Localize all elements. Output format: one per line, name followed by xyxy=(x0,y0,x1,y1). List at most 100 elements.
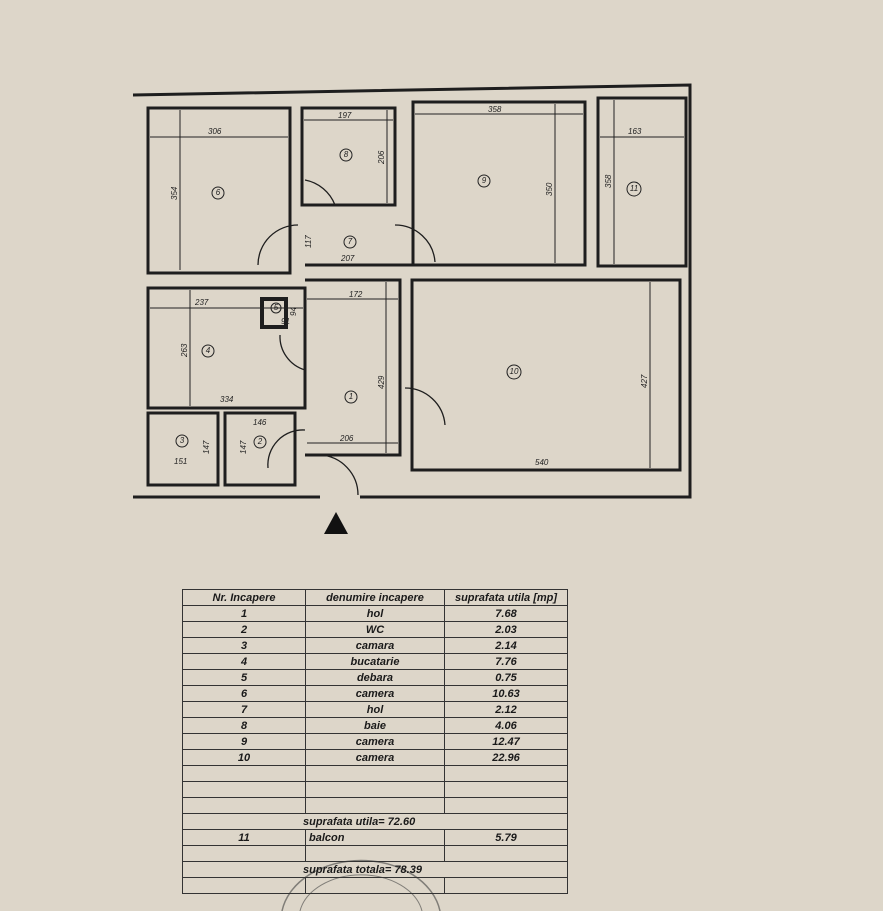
room-number: 11 xyxy=(630,184,638,193)
dim-label: 334 xyxy=(220,395,234,404)
cell-name: hol xyxy=(305,605,445,622)
door-arc xyxy=(304,179,336,206)
room-9-walls xyxy=(411,100,587,267)
room-marker-2: 2 xyxy=(253,435,267,449)
cell-name: balcon xyxy=(305,829,445,846)
dim-label: 540 xyxy=(535,458,549,467)
cell-area: 2.03 xyxy=(444,621,568,638)
usable-area-row: suprafata utila= 72.60 xyxy=(182,813,568,830)
room-marker-4: 4 xyxy=(201,344,215,358)
cell-nr: 4 xyxy=(182,653,306,670)
dim-label: 117 xyxy=(304,235,313,248)
dim-label: 263 xyxy=(180,343,189,358)
cell-nr: 9 xyxy=(182,733,306,750)
cell-nr: 3 xyxy=(182,637,306,654)
cell-nr: 10 xyxy=(182,749,306,766)
dim-label: 429 xyxy=(377,375,386,389)
room-number: 1 xyxy=(349,392,353,401)
dim-label: 207 xyxy=(340,254,355,263)
cell-name: camara xyxy=(305,637,445,654)
door-arc xyxy=(404,387,446,426)
room-marker-9: 9 xyxy=(477,174,491,188)
cell-area: 22.96 xyxy=(444,749,568,766)
hall-walls xyxy=(305,263,420,457)
cell-area: 12.47 xyxy=(444,733,568,750)
room-marker-11: 11 xyxy=(626,181,642,197)
cell-area: 0.75 xyxy=(444,669,568,686)
room-8-walls xyxy=(300,106,397,207)
header-nr: Nr. Incapere xyxy=(182,589,306,606)
room-marker-3: 3 xyxy=(175,434,189,448)
cell-area: 7.68 xyxy=(444,605,568,622)
door-arc xyxy=(257,224,299,266)
room-number: 8 xyxy=(344,150,349,159)
header-name: denumire incapere xyxy=(305,589,445,606)
header-area: suprafata utila [mp] xyxy=(444,589,568,606)
room-number: 6 xyxy=(216,188,221,197)
dim-label: 163 xyxy=(628,127,642,136)
room-number: 10 xyxy=(510,367,519,376)
dim-label: 94 xyxy=(289,307,298,316)
cell-nr: 8 xyxy=(182,717,306,734)
cell-area: 7.76 xyxy=(444,653,568,670)
cell-nr: 7 xyxy=(182,701,306,718)
dim-label: 427 xyxy=(640,374,649,388)
dimension-labels: 306 354 197 206 358 350 163 358 117 207 … xyxy=(170,105,649,467)
room-5-walls xyxy=(260,297,288,329)
room-2-walls xyxy=(223,411,297,487)
room-marker-1: 1 xyxy=(344,390,358,404)
dim-label: 206 xyxy=(377,150,386,165)
entrance-arrow-icon xyxy=(324,512,348,534)
dim-label: 151 xyxy=(174,457,187,466)
room-number: 2 xyxy=(257,437,263,446)
cell-name: camera xyxy=(305,749,445,766)
cell-area: 2.14 xyxy=(444,637,568,654)
cell-name: camera xyxy=(305,685,445,702)
cell-area: 4.06 xyxy=(444,717,568,734)
room-area-table: Nr. Incapere denumire incapere suprafata… xyxy=(182,589,568,894)
cell-nr: 2 xyxy=(182,621,306,638)
cell-name: bucatarie xyxy=(305,653,445,670)
room-4-walls xyxy=(146,286,307,410)
balcony-row: 11 balcon 5.79 xyxy=(182,829,568,846)
dim-label: 358 xyxy=(604,174,613,188)
dim-label: 350 xyxy=(545,182,554,196)
room-marker-10: 10 xyxy=(506,364,522,380)
door-arc xyxy=(279,334,306,371)
cell-area: 10.63 xyxy=(444,685,568,702)
door-arc xyxy=(319,454,359,496)
table-header: Nr. Incapere denumire incapere suprafata… xyxy=(182,589,568,606)
dim-label: 358 xyxy=(488,105,502,114)
room-marker-6: 6 xyxy=(211,186,225,200)
dim-label: 197 xyxy=(338,111,352,120)
table-row xyxy=(182,781,568,798)
cell-nr: 5 xyxy=(182,669,306,686)
room-marker-8: 8 xyxy=(339,148,353,162)
cell-nr: 6 xyxy=(182,685,306,702)
dim-label: 147 xyxy=(202,440,211,454)
table-row xyxy=(182,877,568,894)
walls xyxy=(132,83,692,499)
room-marker-5: 5 xyxy=(270,302,282,314)
usable-area-label: suprafata utila= xyxy=(303,815,385,828)
table-row xyxy=(182,765,568,782)
total-area-row: suprafata totala= 78.39 xyxy=(182,861,568,878)
room-number: 4 xyxy=(206,346,211,355)
door-arc xyxy=(267,429,306,469)
room-number: 5 xyxy=(274,303,279,312)
cell-name: WC xyxy=(305,621,445,638)
dim-label: 354 xyxy=(170,186,179,200)
cell-name: camera xyxy=(305,733,445,750)
outer-wall xyxy=(132,83,692,499)
dim-label: 172 xyxy=(349,290,363,299)
room-numbers: 1 2 3 4 5 6 7 8 9 10 11 xyxy=(175,148,642,449)
